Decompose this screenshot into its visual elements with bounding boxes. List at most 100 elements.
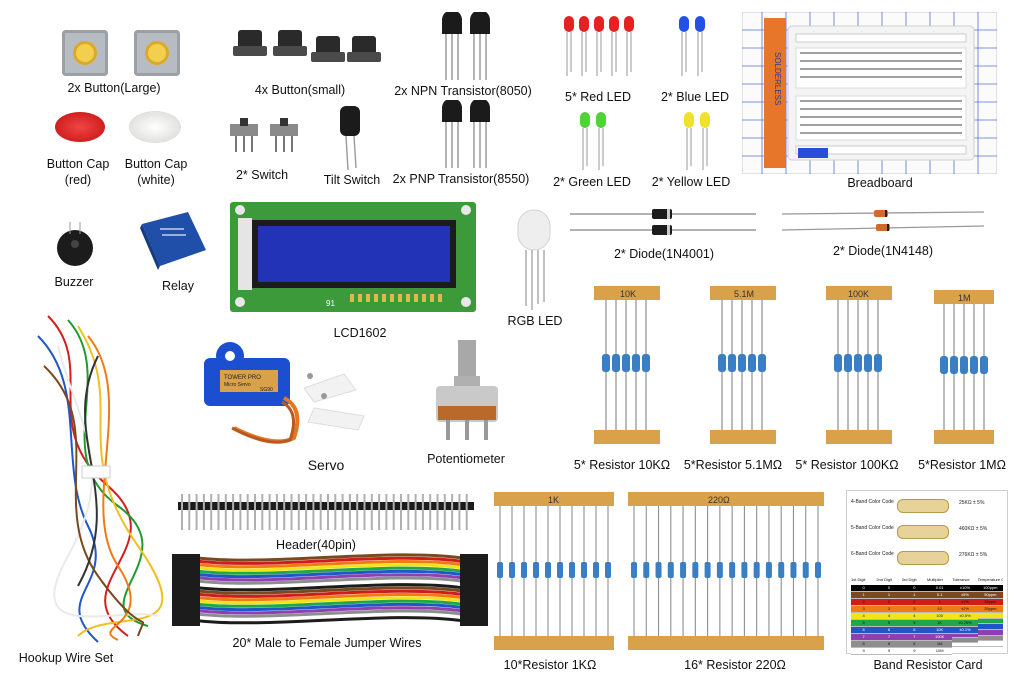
label-tilt-switch: Tilt Switch: [323, 173, 381, 187]
band-row-caption: 6-Band Color Code: [851, 551, 894, 557]
label-rgb-led: RGB LED: [507, 314, 563, 328]
tactile-button-small-2: [273, 30, 307, 56]
band-table-cell: 100K: [926, 634, 953, 641]
tactile-button-large-2: [134, 30, 180, 76]
resistor-body: [765, 562, 772, 578]
resistor-body: [557, 562, 563, 578]
jumper-wire: [197, 606, 463, 615]
band-table-cell: 0: [876, 585, 902, 592]
band-row-resistor: [897, 499, 949, 513]
band-table-cell: 1K: [926, 620, 953, 627]
label-r1k: 10*Resistor 1KΩ: [503, 658, 597, 672]
resistor-body: [631, 562, 637, 578]
label-servo: Servo: [307, 457, 345, 473]
band-table-cell: 2: [851, 599, 877, 606]
resistor-body: [790, 562, 797, 578]
band-table-cell: 2: [901, 599, 927, 606]
band-row-value: 25KΩ ± 5%: [959, 500, 985, 506]
band-table-cell: 3: [876, 606, 902, 613]
label-button-cap-red-1: Button Cap: [46, 157, 110, 171]
band-table-cell: ±2%: [952, 606, 978, 613]
buzzer-icon: [57, 222, 93, 266]
band-table-cell: 8: [876, 641, 902, 648]
jumper-wire: [197, 609, 463, 618]
band-table-cell: 6: [901, 627, 927, 634]
button-large-group: [50, 26, 180, 86]
strip-text-1k: 1K: [548, 495, 559, 505]
resistor-body: [545, 562, 551, 578]
resistor-body: [778, 562, 785, 578]
label-npn: 2x NPN Transistor(8050): [394, 84, 532, 98]
jumper-wire: [197, 586, 463, 595]
band-table-cell: ±10%: [952, 585, 978, 592]
jumper-wire: [197, 573, 463, 582]
jumper-wire: [197, 596, 463, 605]
breadboard-icon: SOLDERLESS: [742, 12, 997, 174]
resistor-pack-1m: 1M: [934, 290, 994, 444]
label-r51m: 5*Resistor 5.1MΩ: [683, 458, 783, 472]
label-green-led: 2* Green LED: [553, 175, 631, 189]
band-table-cell: [952, 638, 978, 643]
servo-model-text: Micro Servo: [224, 382, 251, 388]
band-table-cell: ±1%: [952, 599, 978, 606]
label-hookup: Hookup Wire Set: [18, 651, 114, 665]
band-table-cell: 8: [901, 641, 927, 648]
resistor-body: [667, 562, 674, 578]
servo-model-number-text: SG90: [260, 387, 273, 393]
red-led-icon: [564, 16, 634, 76]
band-table-cell: 7: [876, 634, 902, 641]
lcd-pin-label: 91: [326, 299, 335, 308]
strip-text-100k: 100K: [848, 289, 869, 299]
jumper-wire: [197, 576, 463, 585]
band-table-cell: 1: [926, 599, 953, 606]
band-table-cell: 4: [876, 613, 902, 620]
resistor-body: [569, 562, 575, 578]
resistor-body: [716, 562, 723, 578]
jumper-wire: [197, 566, 463, 575]
label-button-cap-red-2: (red): [64, 173, 92, 187]
band-table-column: ±10%±5%±1%±2%±0.5%±0.25%±0.1%: [952, 585, 978, 647]
band-table-cell: 9: [851, 648, 877, 655]
resistor-body: [521, 562, 527, 578]
band-table-cell: 10K: [926, 627, 953, 634]
label-header: Header(40pin): [276, 538, 356, 552]
resistor-body: [655, 562, 662, 578]
label-r220: 16* Resistor 220Ω: [684, 658, 786, 672]
band-table-cell: 3: [901, 606, 927, 613]
label-lcd: LCD1602: [333, 326, 387, 340]
label-buzzer: Buzzer: [54, 275, 94, 289]
band-table-cell: 7: [901, 634, 927, 641]
band-table-cell: [977, 630, 1003, 636]
lcd1602-icon: 91: [230, 202, 476, 312]
strip-text-10k: 10K: [620, 289, 636, 299]
jumper-wire: [197, 616, 463, 625]
tactile-button-small-4: [347, 36, 381, 62]
band-table-cell: [977, 613, 1003, 619]
band-table-cell: 2: [876, 599, 902, 606]
header-40pin-icon: [178, 494, 474, 530]
band-table-cell: 10: [926, 606, 953, 613]
npn-transistor-icon: [442, 12, 490, 80]
potentiometer-icon: [436, 340, 498, 440]
band-row-caption: 5-Band Color Code: [851, 525, 894, 531]
band-table-cell: 0.1: [926, 592, 953, 599]
band-table-cell: 50ppm: [977, 592, 1003, 599]
rgb-led-icon: [517, 209, 551, 310]
band-row-resistor: [897, 551, 949, 565]
resistor-body: [605, 562, 611, 578]
label-potentiometer: Potentiometer: [427, 452, 505, 466]
label-button-large: 2x Button(Large): [67, 81, 161, 95]
band-table-cell: 1: [851, 592, 877, 599]
green-led-icon: [580, 112, 606, 170]
label-diode-4001: 2* Diode(1N4001): [613, 247, 715, 261]
band-table-cell: 100: [926, 613, 953, 620]
button-cap-white: [130, 112, 180, 142]
jumper-wire: [197, 569, 463, 579]
tactile-button-small-3: [311, 36, 345, 62]
resistor-body: [741, 562, 748, 578]
band-table-cell: 0: [901, 585, 927, 592]
label-button-small: 4x Button(small): [254, 83, 346, 97]
